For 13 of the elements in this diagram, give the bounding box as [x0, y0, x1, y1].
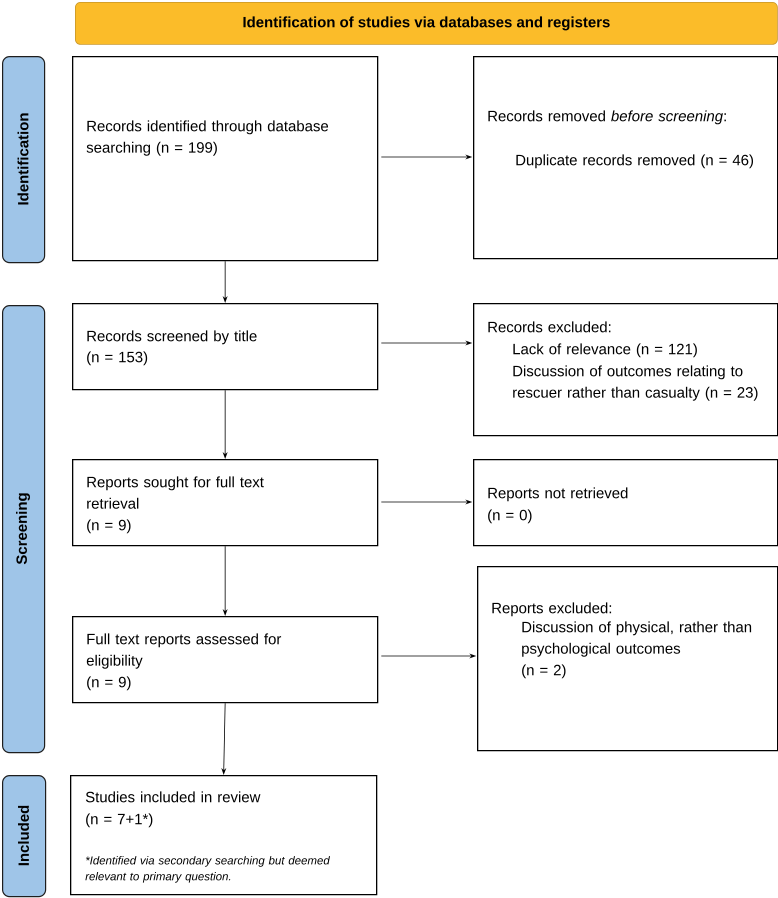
phase-label: Included: [2, 775, 46, 898]
header-band: Identification of studies via databases and registers: [75, 2, 778, 45]
process-box: Reports not retrieved (n = 0): [473, 459, 778, 546]
process-box: Records removed before screening: Duplicate records removed (n = 46): [473, 56, 778, 260]
process-box: Records screened by title (n = 153): [72, 303, 378, 390]
phase-label: Identification: [2, 56, 46, 264]
process-box: Records excluded: Lack of relevance (n = 121) Discussion of outcomes relating to rescuer rather than casualty (n = 23): [473, 303, 778, 436]
process-box: Reports sought for full text retrieval (n = 9): [72, 459, 378, 546]
process-box: Records identified through database searching (n = 199): [72, 56, 378, 262]
process-box: Full text reports assessed for eligibility (n = 9): [72, 616, 378, 704]
phase-label: Screening: [2, 305, 46, 754]
process-box: Reports excluded: Discussion of physical, rather than psychological outcomes (n = 2): [477, 566, 778, 752]
process-box: Studies included in review (n = 7+1*) *Identified via secondary searching but deemed relevant to primary question.: [70, 775, 378, 896]
